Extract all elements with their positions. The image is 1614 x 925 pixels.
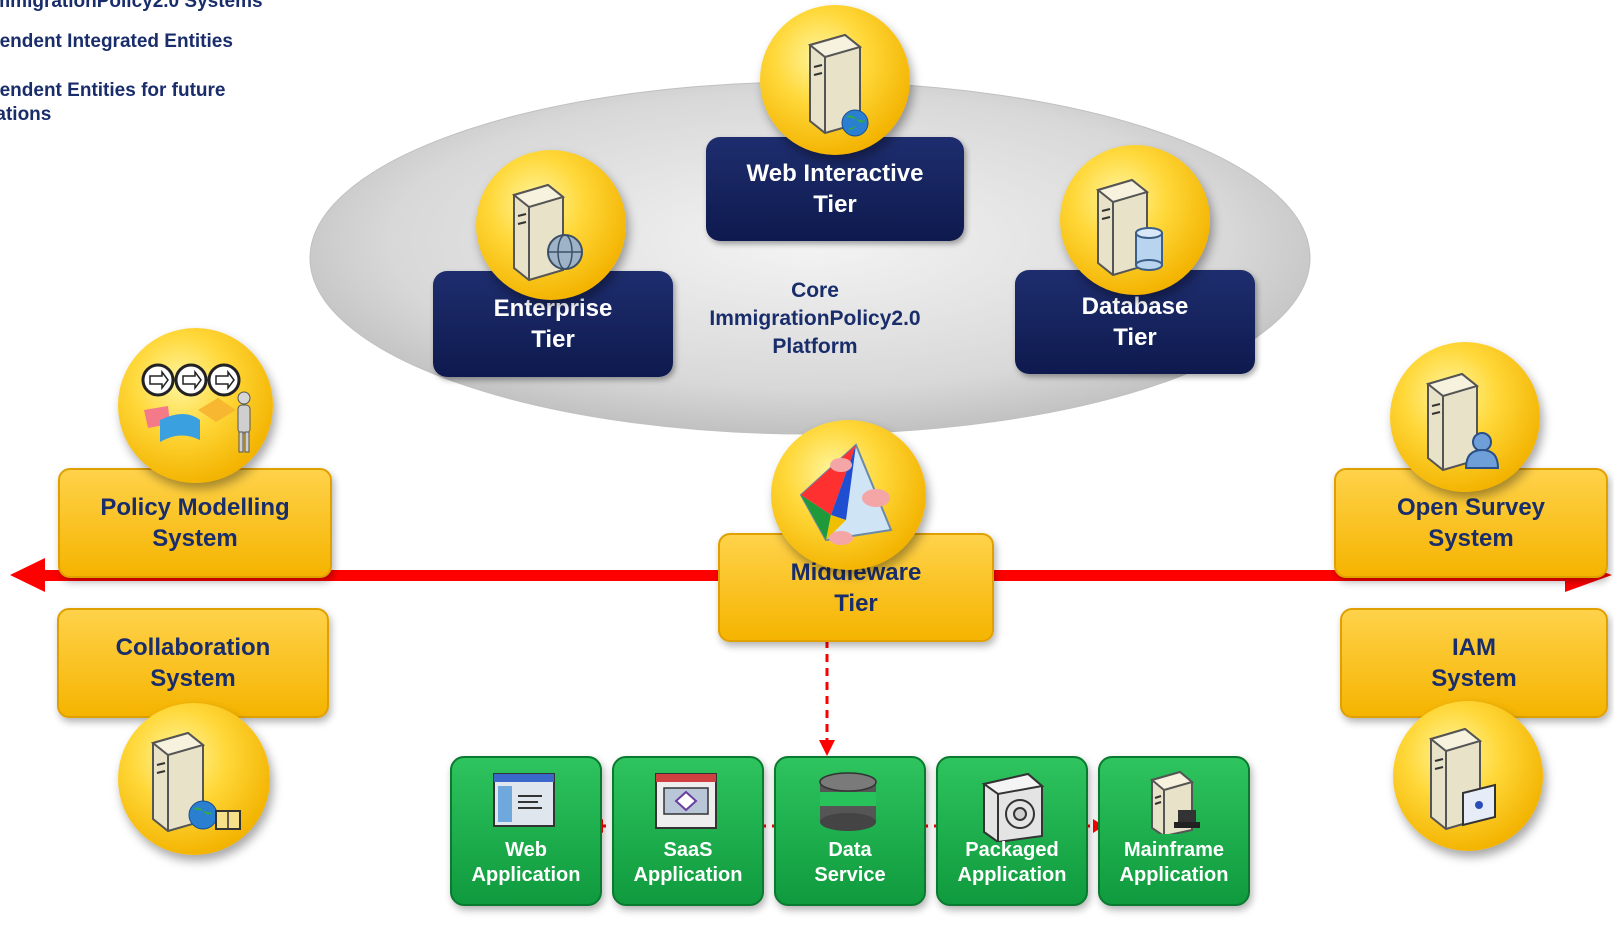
middleware-data-connector <box>819 624 835 756</box>
middleware-icon-circle <box>771 420 926 570</box>
policy-modelling-icon-circle <box>118 328 273 483</box>
web-application-label: Web Application <box>471 839 581 886</box>
legend-line-3: pendent Entities for future <box>0 80 226 101</box>
web-tier-icon-circle <box>760 5 910 155</box>
database-tier-box: Database Tier <box>1015 270 1255 374</box>
package-icon <box>981 772 1045 842</box>
web-application-box: Web Application <box>450 756 602 906</box>
data-service-box: Data Service <box>774 756 926 906</box>
mainframe-application-label: Mainframe Application <box>1119 839 1229 886</box>
open-survey-system-box: Open Survey System <box>1334 468 1608 578</box>
policy-modelling-system-box: Policy Modelling System <box>58 468 332 578</box>
web-server-icon <box>807 33 869 137</box>
iam-system-box: IAM System <box>1340 608 1608 718</box>
database-server-icon <box>1095 178 1163 277</box>
legend-line-1: ImmigrationPolicy2.0 Systems <box>0 0 263 12</box>
web-app-icon <box>493 773 555 827</box>
collaboration-icon-circle <box>118 703 270 855</box>
saas-application-label: SaaS Application <box>633 839 743 886</box>
collaboration-server-icon <box>150 731 241 833</box>
saas-application-box: SaaS Application <box>612 756 764 906</box>
enterprise-tier-icon-circle <box>476 150 626 300</box>
collaboration-system-box: Collaboration System <box>57 608 329 718</box>
legend-line-4: rations <box>0 104 52 125</box>
database-icon <box>819 772 877 831</box>
mainframe-icon <box>1149 770 1200 834</box>
packaged-application-label: Packaged Application <box>957 839 1067 886</box>
survey-server-icon <box>1425 372 1500 472</box>
packaged-application-box: Packaged Application <box>936 756 1088 906</box>
legend-line-2: pendent Integrated Entities <box>0 31 233 52</box>
open-survey-icon-circle <box>1390 342 1540 492</box>
process-flow-icon <box>141 363 251 453</box>
database-tier-icon-circle <box>1060 145 1210 295</box>
saas-app-icon <box>655 773 717 829</box>
mainframe-application-box: Mainframe Application <box>1098 756 1250 906</box>
enterprise-server-icon <box>511 183 583 282</box>
iam-icon-circle <box>1393 701 1543 851</box>
data-service-label: Data Service <box>814 839 886 886</box>
iam-server-icon <box>1428 727 1496 831</box>
middleware-prism-icon <box>799 443 893 545</box>
core-platform-label: Core ImmigrationPolicy2.0 Platform <box>709 279 921 358</box>
